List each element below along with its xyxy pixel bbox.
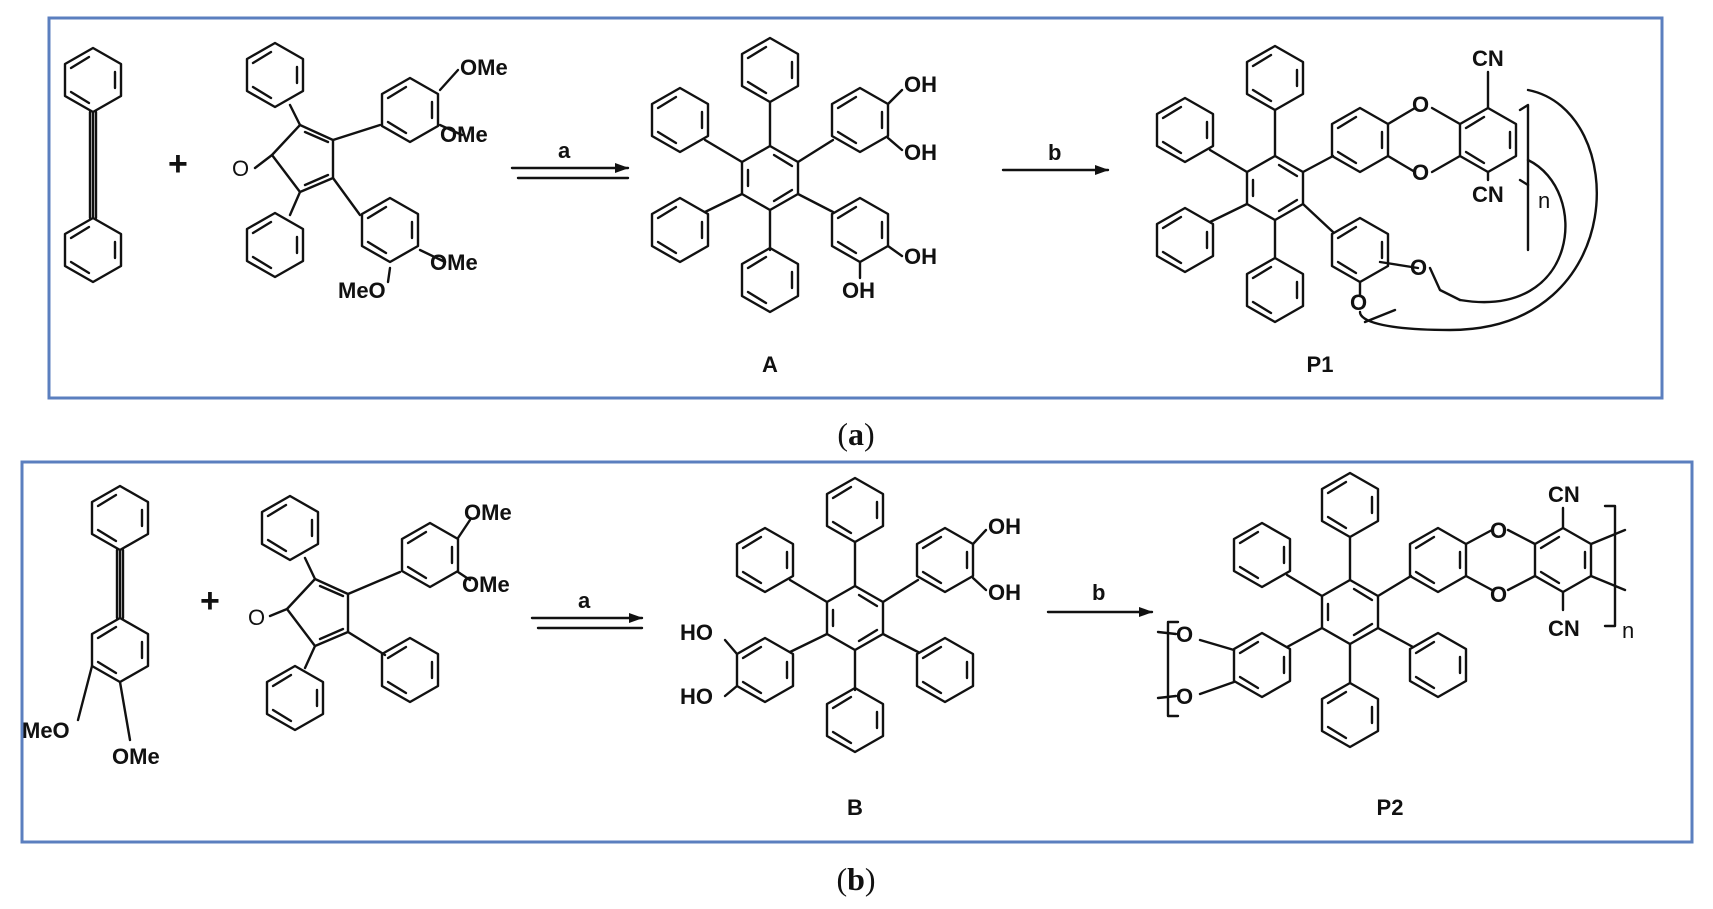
methoxy-label: OMe [462, 572, 510, 597]
methoxy-label: OMe [460, 55, 508, 80]
repeat-subscript: n [1538, 188, 1550, 213]
oxygen-label: O [1490, 582, 1507, 607]
panel-b-frame [20, 460, 1694, 844]
cyano-label: CN [1548, 482, 1580, 507]
methoxy-label: MeO [22, 718, 70, 743]
oxygen-label: O [1176, 622, 1193, 647]
methoxy-label: MeO [338, 278, 386, 303]
reagent-label-b: b [1092, 580, 1105, 605]
oxygen-label: O [1412, 92, 1429, 117]
methoxy-label: OMe [464, 500, 512, 525]
dimethoxy-diphenylacetylene: MeO OMe [22, 484, 160, 769]
polymer-p2-label: P2 [1377, 795, 1404, 820]
carbonyl-oxygen: O [232, 156, 249, 181]
carbonyl-oxygen: O [248, 605, 265, 630]
hydroxyl-label: OH [904, 140, 937, 165]
polymer-p2-structure: O O CN CN n O O [1156, 471, 1634, 749]
compound-b-label: B [847, 795, 863, 820]
hydroxyl-label: OH [988, 514, 1021, 539]
cyano-label: CN [1472, 46, 1504, 71]
reagent-label-b: b [1048, 140, 1061, 165]
oxygen-label: O [1350, 290, 1367, 315]
reagent-label-a: a [558, 138, 571, 163]
diphenylacetylene [63, 46, 123, 284]
hydroxyl-label: HO [680, 620, 713, 645]
oxygen-label: O [1410, 255, 1427, 280]
oxygen-label: O [1412, 160, 1429, 185]
panel-b: MeO OMe + O OMe OMe a [22, 471, 1634, 897]
oxygen-label: O [1176, 684, 1193, 709]
cyano-label: CN [1548, 616, 1580, 641]
panel-a-frame [47, 16, 1664, 400]
methoxy-label: OMe [430, 250, 478, 275]
tetraarylcyclopentadienone-a: O OMe OMe OMe MeO [232, 41, 508, 303]
hydroxyl-label: OH [988, 580, 1021, 605]
reagent-label-a: a [578, 588, 591, 613]
hydroxyl-label: OH [842, 278, 875, 303]
hydroxyl-label: OH [904, 244, 937, 269]
polymer-p1-structure: O O CN CN O O n [1155, 44, 1598, 332]
hydroxyl-label: OH [904, 72, 937, 97]
polymer-p1-label: P1 [1307, 352, 1334, 377]
compound-b-structure: OH OH HO HO [680, 476, 1021, 754]
panel-a-caption: (a) [837, 416, 874, 452]
plus-sign: + [168, 145, 188, 183]
panel-b-caption: (b) [836, 861, 875, 897]
methoxy-label: OMe [440, 122, 488, 147]
tetraarylcyclopentadienone-b: O OMe OMe [248, 494, 512, 732]
hydroxyl-label: HO [680, 684, 713, 709]
methoxy-label: OMe [112, 744, 160, 769]
plus-sign: + [200, 582, 220, 620]
cyano-label: CN [1472, 182, 1504, 207]
repeat-subscript: n [1622, 618, 1634, 643]
compound-a-structure: OH OH OH OH [650, 36, 937, 314]
oxygen-label: O [1490, 518, 1507, 543]
compound-a-label: A [762, 352, 778, 377]
panel-a: + O OMe OMe OMe MeO a [63, 36, 1598, 452]
